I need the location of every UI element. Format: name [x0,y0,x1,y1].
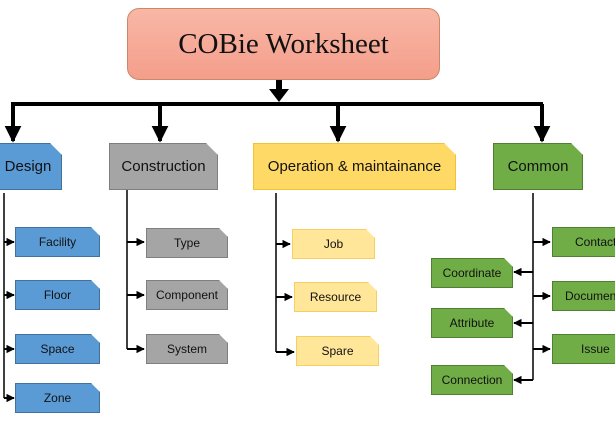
item-resource: Resource [294,282,377,312]
item-coordinate: Coordinate [431,258,513,288]
item-document: Document [552,281,615,311]
category-construction: Construction [109,143,218,190]
item-component: Component [146,280,228,310]
item-type: Type [146,228,228,258]
item-spare: Spare [296,336,379,366]
item-facility: Facility [15,227,100,257]
item-zone: Zone [15,383,100,413]
page-title: COBie Worksheet [127,8,440,80]
item-system: System [146,334,228,364]
category-design: Design [0,143,62,190]
item-connection: Connection [431,365,513,395]
item-space: Space [15,334,100,364]
item-contact: Contact [552,227,615,257]
item-job: Job [292,229,375,259]
item-issue: Issue [552,334,615,364]
item-floor: Floor [15,280,100,310]
item-attribute: Attribute [431,308,513,338]
title-trunk-arrowhead [269,89,289,102]
category-operation-maintainance: Operation & maintainance [253,143,456,190]
category-common: Common [493,143,583,190]
